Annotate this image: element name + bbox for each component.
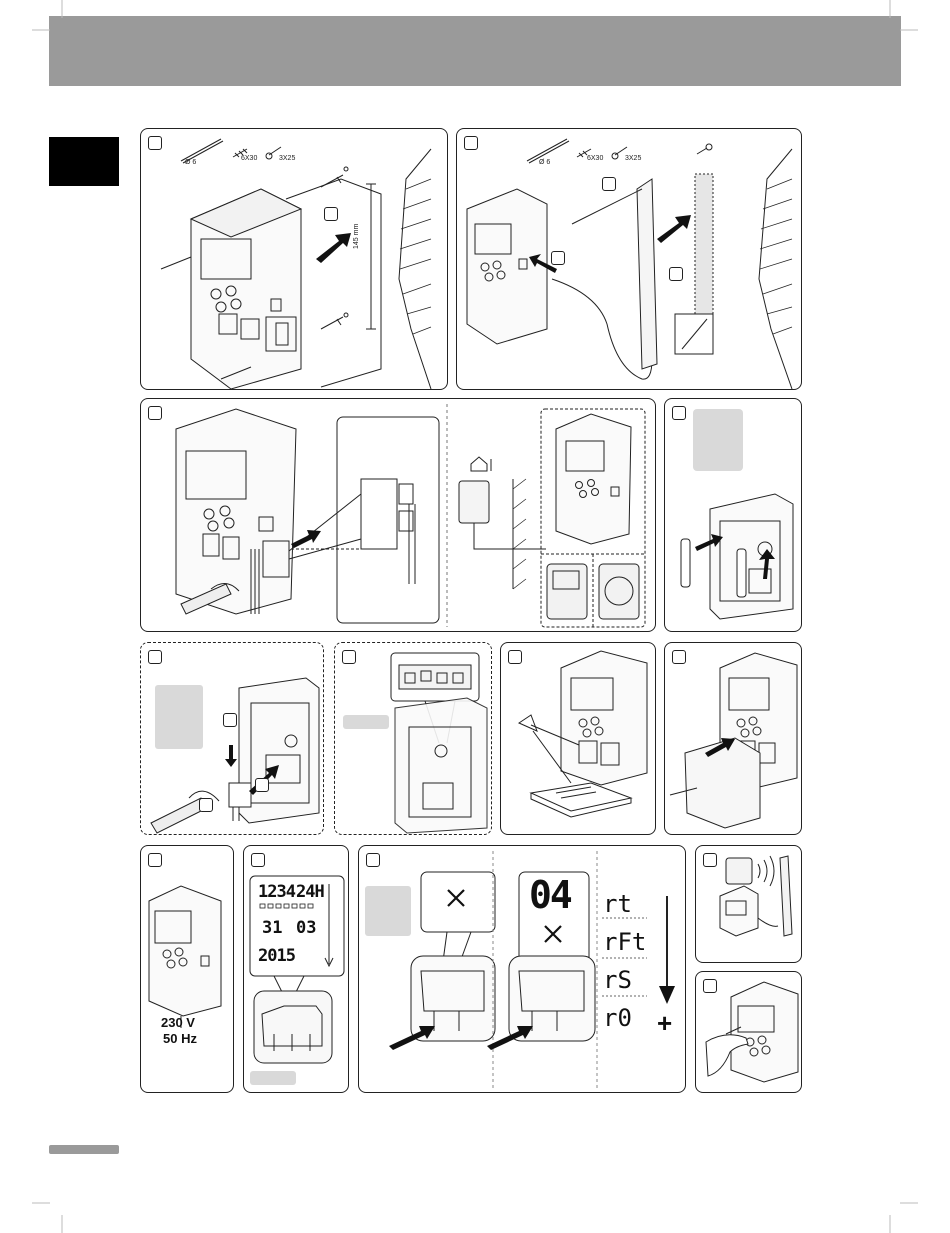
sub-step-box: [223, 713, 237, 727]
screw-a-size-label: 6X30: [241, 155, 257, 162]
plug-size-label: Ø 6: [539, 159, 550, 166]
lcd-year: 2015: [258, 948, 295, 965]
panel-batteries: [664, 398, 802, 632]
panel-wireless-pairing: [695, 845, 802, 963]
panel-cover: [664, 642, 802, 835]
screw-a-size-label: 6X30: [587, 155, 603, 162]
lcd-install-code: 04: [529, 876, 571, 914]
manual-illustration: [501, 643, 656, 835]
lcd-month: 03: [296, 920, 316, 937]
mount-distance-label: 145 mm: [353, 224, 360, 249]
plug-size-label: Ø 6: [185, 159, 196, 166]
panel-power: 230 V 50 Hz: [140, 845, 234, 1093]
screw-b-size-label: 3X25: [625, 155, 641, 162]
sub-step-box: [324, 207, 338, 221]
wireless-pairing-illustration: [696, 846, 802, 963]
press-button-illustration: [696, 972, 802, 1093]
panel-install-menu: 04 rt rFt rS r0 +: [358, 845, 686, 1093]
wiring-illustration: [141, 399, 656, 632]
panel-press-button: [695, 971, 802, 1093]
wall-mount-illustration: [141, 129, 448, 390]
lcd-mode-line1: 24H: [296, 884, 324, 901]
room-code-3: r0: [603, 1006, 632, 1030]
install-menu-illustration: [359, 846, 686, 1093]
antenna-mount-illustration: [457, 129, 802, 390]
sub-step-box: [551, 251, 565, 265]
thermostat-wiring-illustration: [141, 643, 324, 835]
sub-step-box: [255, 778, 269, 792]
lcd-digits-line1: 1234: [258, 884, 295, 901]
dip-switch-illustration: [335, 643, 492, 835]
sub-step-box: [669, 267, 683, 281]
frequency-label: 50 Hz: [163, 1032, 197, 1045]
panel-wall-mount: Ø 6 6X30 3X25 145 mm: [140, 128, 448, 390]
panel-thermostat-wiring: [140, 642, 324, 835]
cover-illustration: [665, 643, 802, 835]
panel-time-setup: 1234 24H 31 03 2015: [243, 845, 349, 1093]
power-illustration: [141, 846, 234, 1093]
sub-step-box: [602, 177, 616, 191]
panel-manual: [500, 642, 656, 835]
plus-symbol: +: [657, 1010, 672, 1036]
battery-illustration: [665, 399, 802, 632]
room-code-1: rFt: [603, 930, 646, 954]
room-code-0: rt: [603, 892, 632, 916]
panel-wiring: [140, 398, 656, 632]
panel-dip-switch: [334, 642, 492, 835]
panel-antenna-mount: Ø 6 6X30 3X25: [456, 128, 802, 390]
voltage-label: 230 V: [161, 1016, 195, 1029]
room-code-2: rS: [603, 968, 632, 992]
screw-b-size-label: 3X25: [279, 155, 295, 162]
lcd-day: 31: [262, 920, 282, 937]
sub-step-box: [199, 798, 213, 812]
